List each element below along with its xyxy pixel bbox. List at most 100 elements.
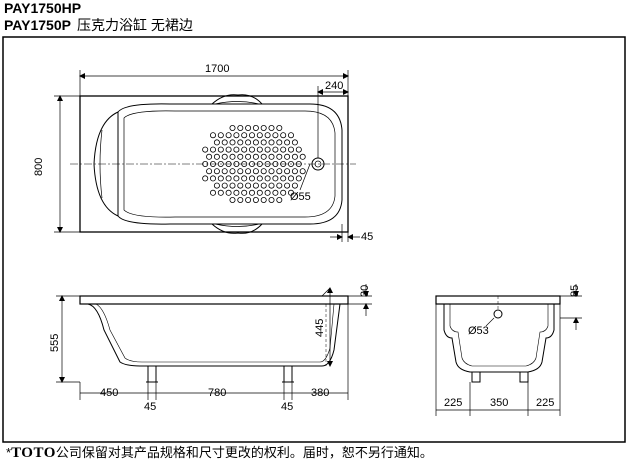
anti-slip-dot <box>256 160 263 167</box>
anti-slip-dot <box>213 168 220 175</box>
anti-slip-dot <box>241 160 248 167</box>
anti-slip-dot <box>202 160 209 167</box>
end-foot-right <box>519 371 529 383</box>
anti-slip-dot <box>280 189 287 196</box>
anti-slip-dot <box>225 160 232 167</box>
anti-slip-dot <box>295 175 302 182</box>
side-foot-right <box>283 365 293 383</box>
anti-slip-dot <box>268 125 275 132</box>
anti-slip-dot <box>237 182 244 189</box>
anti-slip-dot <box>233 132 240 139</box>
anti-slip-dot <box>221 182 228 189</box>
anti-slip-dot <box>284 139 291 146</box>
anti-slip-dot <box>245 196 252 203</box>
anti-slip-dot <box>217 146 224 153</box>
anti-slip-dot <box>217 160 224 167</box>
overflow-icon <box>493 309 503 319</box>
dim-foot-width-right: 45 <box>281 401 293 413</box>
anti-slip-dot <box>276 196 283 203</box>
anti-slip-dot <box>252 125 259 132</box>
anti-slip-dot <box>287 160 294 167</box>
anti-slip-dot <box>229 153 236 160</box>
anti-slip-dot <box>252 139 259 146</box>
dim-side-depth: 445 <box>314 319 326 337</box>
anti-slip-dot <box>213 153 220 160</box>
dim-end-right: 225 <box>536 397 554 409</box>
anti-slip-dot <box>237 125 244 132</box>
anti-slip-dot <box>284 182 291 189</box>
anti-slip-dot <box>206 153 213 160</box>
dim-foot-span-mid: 780 <box>208 387 226 399</box>
anti-slip-dot <box>237 168 244 175</box>
anti-slip-dot <box>229 125 236 132</box>
anti-slip-dot <box>233 146 240 153</box>
dim-foot-span-right: 380 <box>311 387 329 399</box>
anti-slip-dot <box>237 153 244 160</box>
dim-side-rim: 30 <box>359 285 371 297</box>
anti-slip-dot <box>287 132 294 139</box>
side-view-rim <box>79 295 349 305</box>
anti-slip-dot <box>280 132 287 139</box>
anti-slip-dot <box>291 153 298 160</box>
anti-slip-dot <box>299 168 306 175</box>
anti-slip-dot <box>225 146 232 153</box>
dim-foot-width-left: 45 <box>144 401 156 413</box>
anti-slip-dot <box>209 160 216 167</box>
anti-slip-dot <box>256 175 263 182</box>
dim-end-left: 225 <box>444 397 462 409</box>
anti-slip-dot <box>264 132 271 139</box>
anti-slip-dot <box>268 196 275 203</box>
anti-slip-dot <box>241 189 248 196</box>
anti-slip-dot <box>225 132 232 139</box>
anti-slip-dot <box>276 182 283 189</box>
dim-rim-edge: 45 <box>361 231 373 243</box>
anti-slip-dot <box>233 160 240 167</box>
anti-slip-dot <box>248 175 255 182</box>
end-foot-left <box>471 371 481 383</box>
anti-slip-dot <box>256 146 263 153</box>
anti-slip-dot <box>245 168 252 175</box>
anti-slip-dot <box>291 182 298 189</box>
anti-slip-dot <box>233 175 240 182</box>
anti-slip-dot <box>268 139 275 146</box>
anti-slip-dot <box>260 125 267 132</box>
anti-slip-dot <box>272 132 279 139</box>
anti-slip-dot <box>248 160 255 167</box>
anti-slip-dot <box>241 146 248 153</box>
anti-slip-dot <box>206 168 213 175</box>
anti-slip-dot <box>272 146 279 153</box>
anti-slip-dot <box>276 139 283 146</box>
anti-slip-dot <box>287 175 294 182</box>
dim-foot-span-left: 450 <box>100 387 118 399</box>
end-dimensions <box>435 284 582 416</box>
anti-slip-dot <box>260 196 267 203</box>
anti-slip-dot <box>245 182 252 189</box>
anti-slip-dot <box>252 153 259 160</box>
anti-slip-dot <box>241 175 248 182</box>
anti-slip-dot <box>252 168 259 175</box>
anti-slip-dot <box>260 182 267 189</box>
anti-slip-dot <box>264 146 271 153</box>
anti-slip-dot <box>202 175 209 182</box>
brand-logo: TOTO <box>11 445 56 461</box>
anti-slip-dot <box>237 139 244 146</box>
anti-slip-dot <box>217 175 224 182</box>
anti-slip-dot <box>252 182 259 189</box>
anti-slip-pattern <box>202 125 306 203</box>
top-view <box>70 94 356 234</box>
anti-slip-dot <box>280 175 287 182</box>
anti-slip-dot <box>276 125 283 132</box>
side-foot-left <box>147 365 157 383</box>
top-view-basin <box>117 103 343 225</box>
anti-slip-dot <box>299 153 306 160</box>
anti-slip-dot <box>291 139 298 146</box>
anti-slip-dot <box>233 189 240 196</box>
anti-slip-dot <box>217 132 224 139</box>
anti-slip-dot <box>256 132 263 139</box>
anti-slip-dot <box>284 168 291 175</box>
dim-top-width: 800 <box>33 158 45 176</box>
dim-end-mid: 350 <box>490 397 508 409</box>
dim-drain-diameter: Ø55 <box>290 191 311 203</box>
